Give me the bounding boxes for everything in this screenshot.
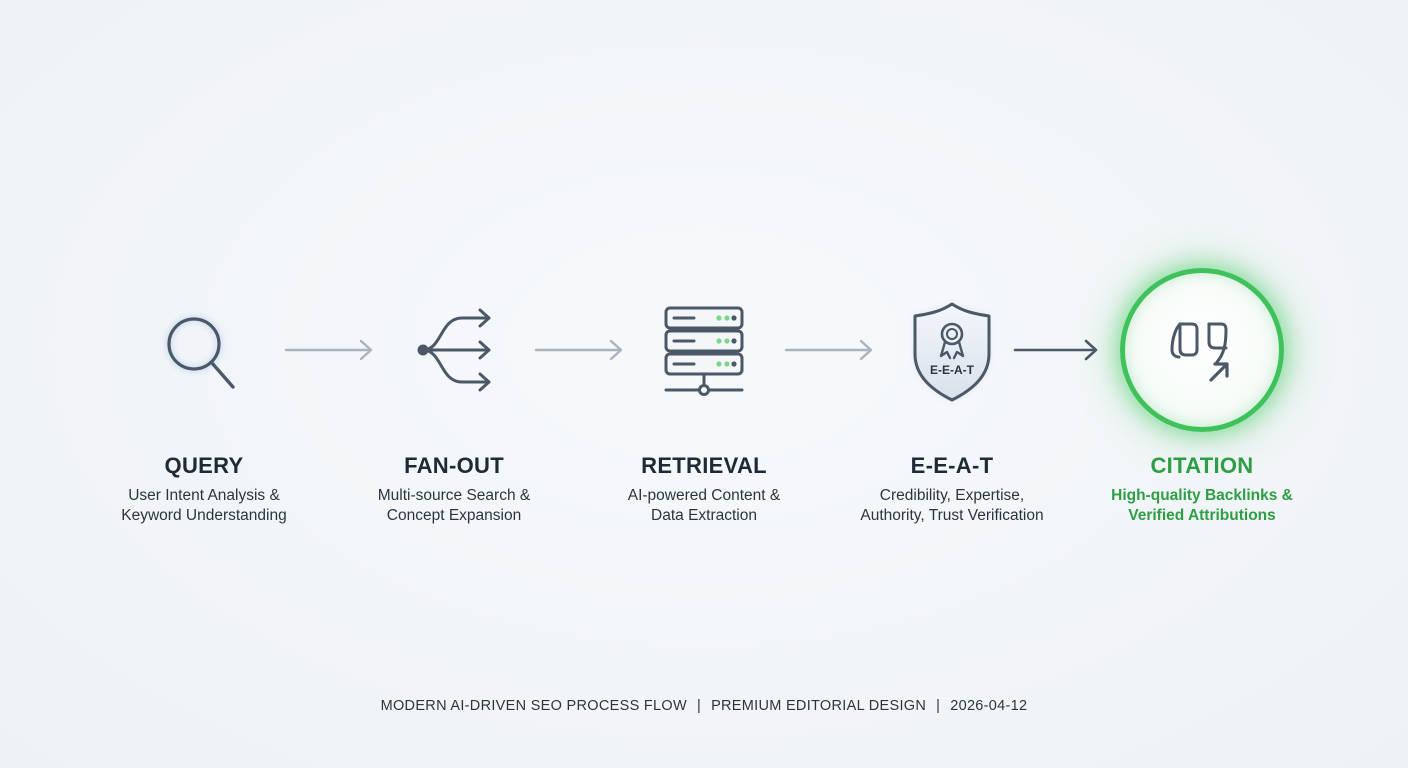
server-stack-icon — [644, 292, 764, 412]
flow-arrow-2 — [534, 339, 624, 361]
step-title: QUERY — [164, 453, 244, 478]
footer-caption: MODERN AI-DRIVEN SEO PROCESS FLOW | PREMIU… — [0, 698, 1408, 714]
step-retrieval: RETRIEVAL AI-powered Content & Data Extr… — [584, 452, 824, 526]
step-description: User Intent Analysis & Keyword Understan… — [84, 486, 324, 526]
step-desc-line: High-quality Backlinks & — [1111, 487, 1293, 504]
flow-arrow-1 — [284, 339, 374, 361]
shield-badge-icon: E-E-A-T — [892, 292, 1012, 412]
step-desc-line: Concept Expansion — [386, 507, 522, 524]
citation-highlight-ring — [1120, 268, 1284, 432]
step-citation: CITATION High-quality Backlinks & Verifi… — [1082, 452, 1322, 526]
footer-separator: | — [696, 698, 702, 714]
footer-date: 2026-04-12 — [950, 698, 1028, 714]
step-fan-out: FAN-OUT Multi-source Search & Concept Ex… — [334, 452, 574, 526]
flow-arrow-4 — [1013, 339, 1099, 361]
fan-out-arrows-icon — [394, 292, 514, 412]
step-query: QUERY User Intent Analysis & Keyword Und… — [84, 452, 324, 526]
step-desc-line: Multi-source Search & — [377, 487, 531, 504]
step-desc-line: Data Extraction — [651, 507, 757, 524]
magnifier-icon — [144, 292, 264, 412]
step-desc-line: Verified Attributions — [1128, 507, 1276, 524]
footer-item: PREMIUM EDITORIAL DESIGN — [711, 698, 927, 714]
step-title: FAN-OUT — [404, 453, 504, 478]
step-desc-line: Credibility, Expertise, — [879, 487, 1025, 504]
step-description: AI-powered Content & Data Extraction — [584, 486, 824, 526]
step-title: E-E-A-T — [910, 453, 994, 478]
shield-badge-text: E-E-A-T — [930, 363, 975, 377]
step-title: RETRIEVAL — [641, 453, 767, 478]
quote-link-icon — [1142, 292, 1262, 412]
footer-separator: | — [936, 698, 941, 714]
step-description: Credibility, Expertise, Authority, Trust… — [832, 486, 1072, 526]
step-eeat: E-E-A-T Credibility, Expertise, Authorit… — [832, 452, 1072, 526]
step-description: Multi-source Search & Concept Expansion — [334, 486, 574, 526]
flow-arrow-3 — [784, 339, 874, 361]
step-desc-line: Authority, Trust Verification — [860, 507, 1044, 524]
step-desc-line: AI-powered Content & — [627, 487, 781, 504]
step-desc-line: Keyword Understanding — [121, 507, 287, 524]
step-description: High-quality Backlinks & Verified Attrib… — [1082, 486, 1322, 526]
footer-item: MODERN AI-DRIVEN SEO PROCESS FLOW — [380, 698, 687, 714]
step-title: CITATION — [1150, 453, 1254, 478]
step-desc-line: User Intent Analysis & — [128, 487, 280, 504]
